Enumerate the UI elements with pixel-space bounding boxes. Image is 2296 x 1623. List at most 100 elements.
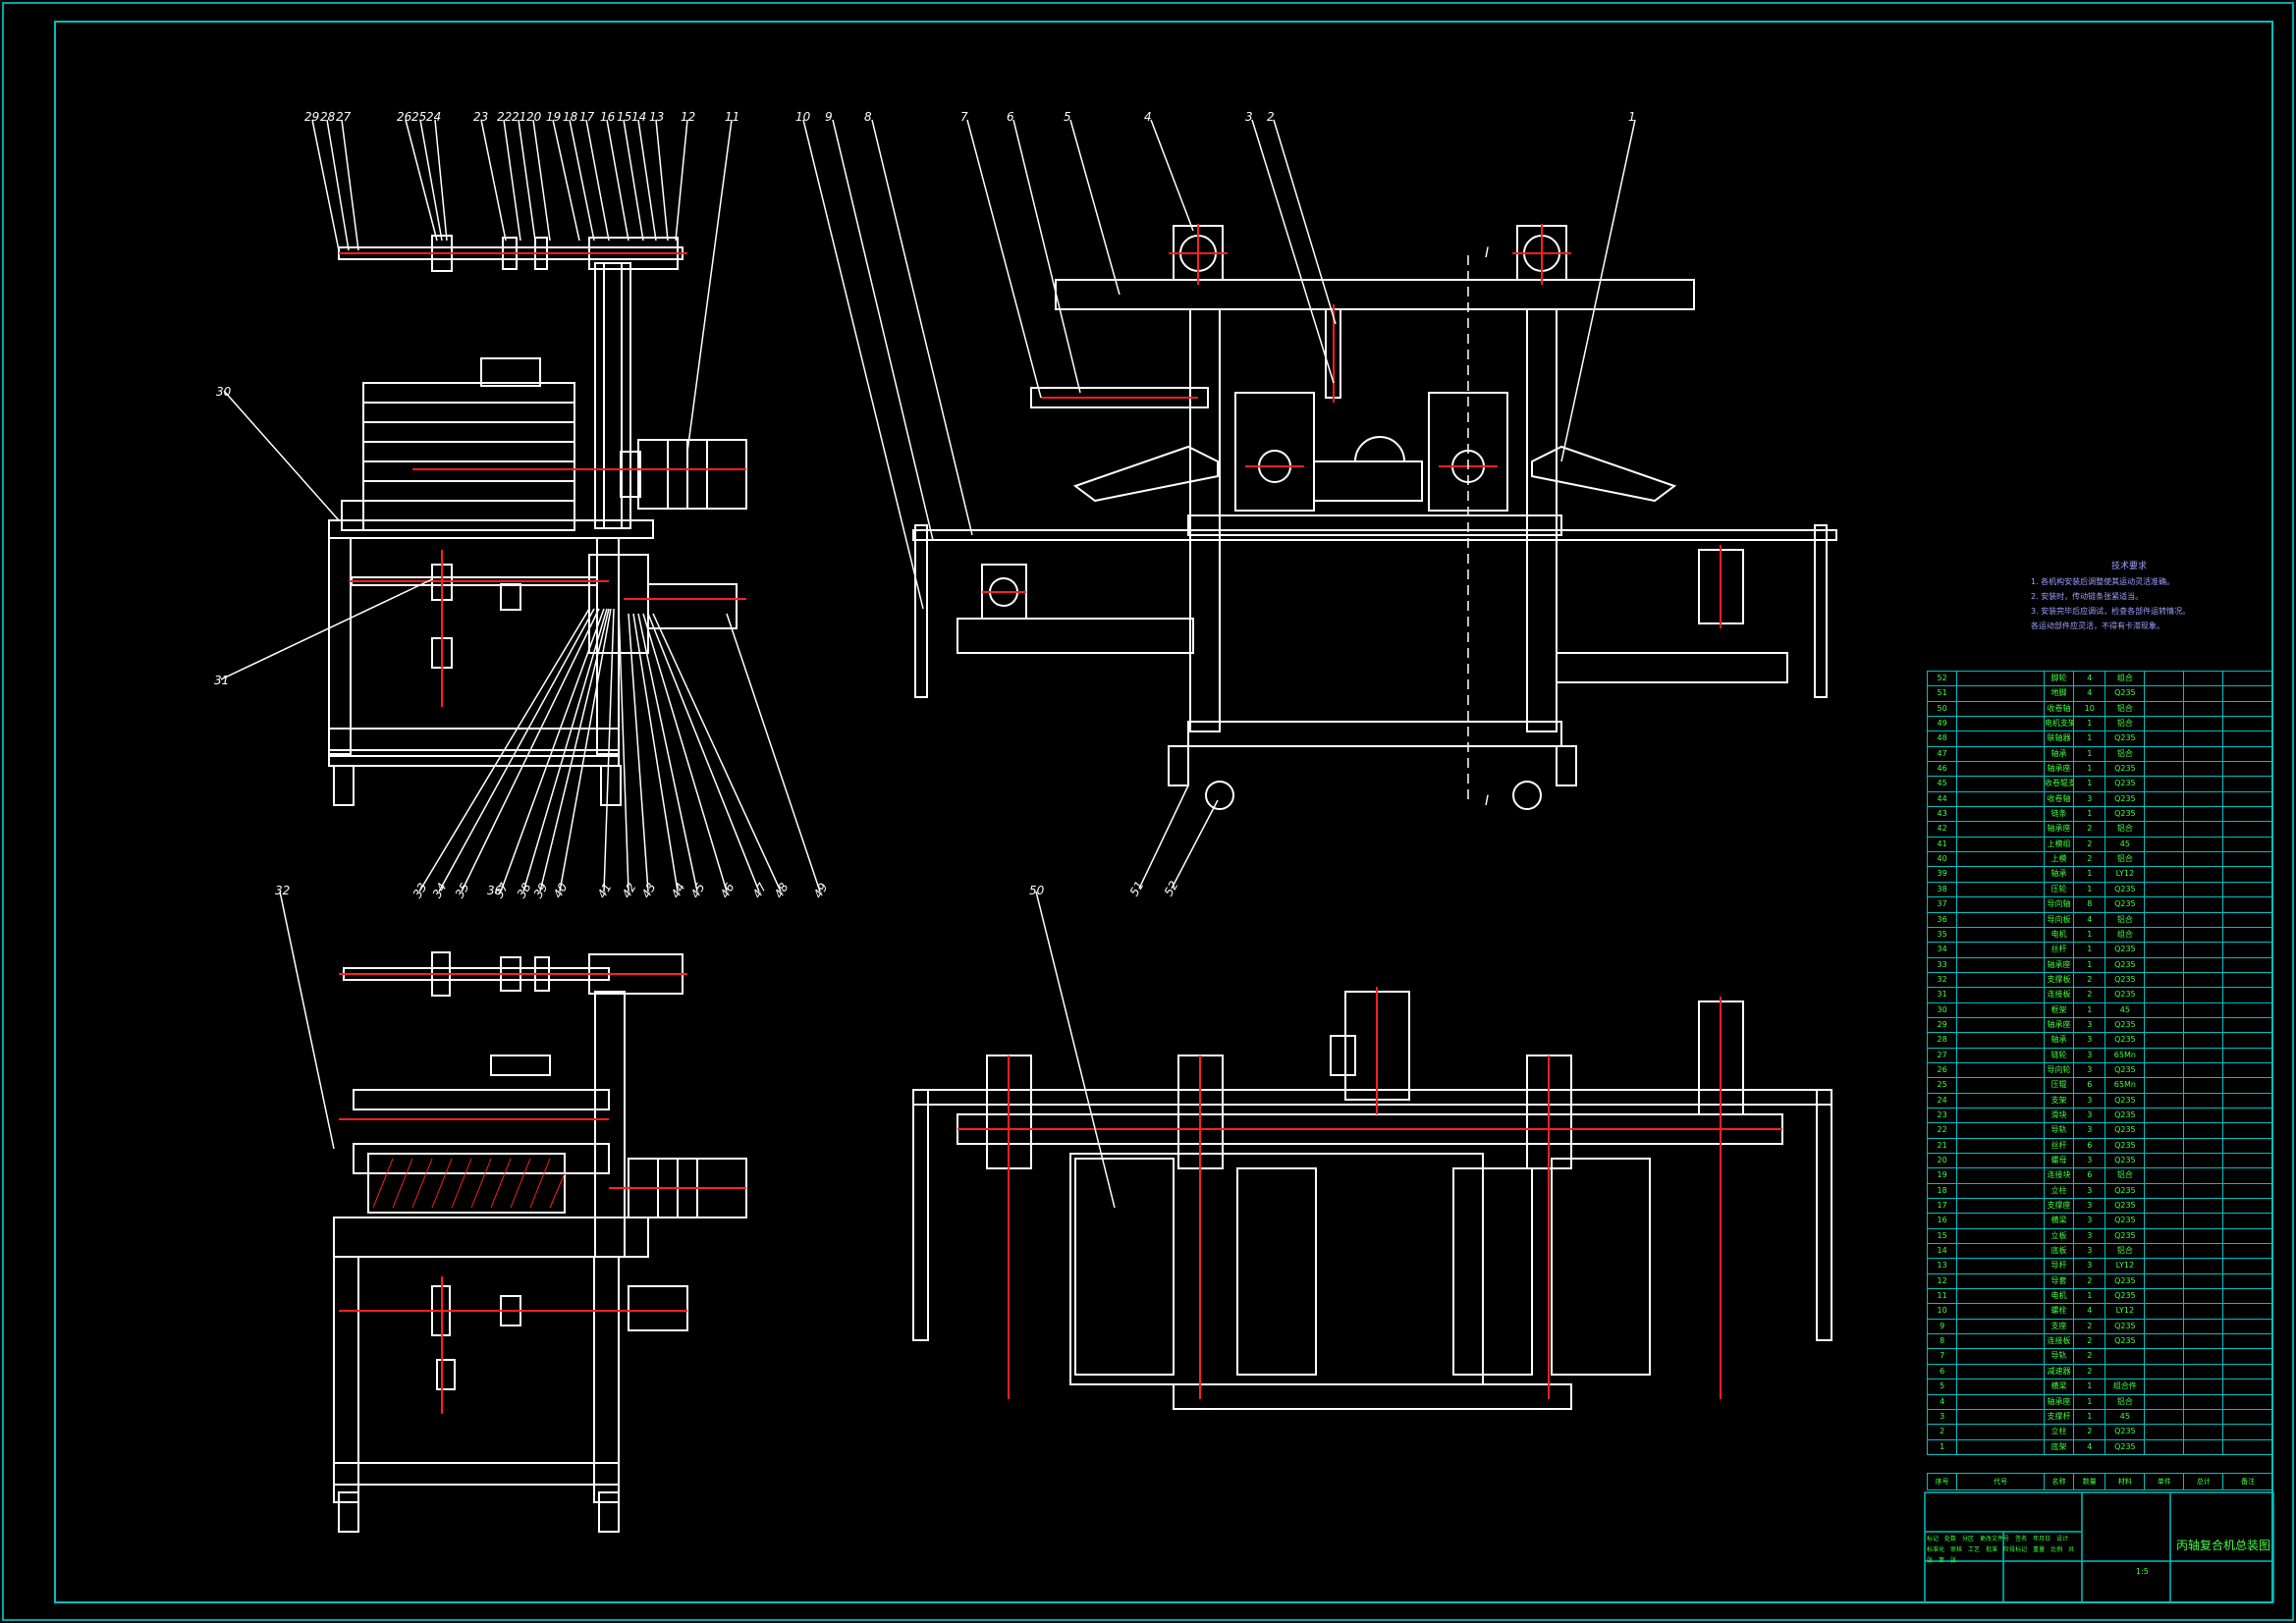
part-qty: 3 xyxy=(2074,1154,2106,1168)
part-material: Q235 xyxy=(2105,1273,2146,1289)
part-number: 24 xyxy=(1928,1093,1958,1108)
part-qty: 1 xyxy=(2074,1380,2106,1394)
part-code xyxy=(1957,1062,2045,1078)
part-remark xyxy=(2223,792,2272,806)
part-number: 49 xyxy=(1928,717,1958,731)
part-remark xyxy=(2223,867,2272,881)
part-name: 地脚 xyxy=(2045,686,2075,701)
part-remark xyxy=(2223,1214,2272,1227)
part-unit xyxy=(2145,1168,2185,1183)
part-number: 40 xyxy=(1928,852,1958,867)
part-remark xyxy=(2223,958,2272,972)
part-material: 组合 xyxy=(2105,927,2146,943)
part-name: 底架 xyxy=(2045,1439,2075,1454)
part-number: 18 xyxy=(1928,1183,1958,1199)
part-name: 导轨 xyxy=(2045,1349,2075,1364)
part-unit xyxy=(2145,701,2185,717)
part-unit xyxy=(2145,1078,2185,1093)
part-total xyxy=(2184,912,2224,927)
part-number: 38 xyxy=(1928,882,1958,897)
part-total xyxy=(2184,1409,2224,1425)
tech-notes-line: 1. 各机构安装后调整使其运动灵活准确。 xyxy=(2031,577,2175,586)
part-name: 减速器 xyxy=(2045,1364,2075,1380)
part-code xyxy=(1957,1364,2045,1380)
part-remark xyxy=(2223,702,2272,716)
part-code xyxy=(1957,912,2045,927)
title-block-label: 标准化 xyxy=(1927,1546,1945,1553)
part-remark xyxy=(2223,1063,2272,1077)
part-number: 26 xyxy=(1928,1062,1958,1078)
part-code xyxy=(1957,1123,2045,1138)
part-code xyxy=(1957,672,2045,686)
part-number: 37 xyxy=(1928,897,1958,912)
part-total xyxy=(2184,943,2224,957)
part-qty: 2 xyxy=(2074,1364,2106,1380)
part-unit xyxy=(2145,897,2185,912)
part-code xyxy=(1957,837,2045,852)
part-name: 轴承座 xyxy=(2045,1394,2075,1409)
part-unit xyxy=(2145,1123,2185,1138)
part-number: 7 xyxy=(1928,1349,1958,1364)
part-remark xyxy=(2223,1365,2272,1379)
part-remark xyxy=(2223,672,2272,685)
part-remark xyxy=(2223,1334,2272,1348)
part-number: 41 xyxy=(1928,837,1958,852)
part-number: 22 xyxy=(1928,1123,1958,1138)
part-material: 65Mn xyxy=(2105,1048,2146,1062)
part-remark xyxy=(2223,807,2272,821)
part-name: 螺母 xyxy=(2045,1154,2075,1168)
part-total xyxy=(2184,672,2224,686)
part-name: 框架 xyxy=(2045,1002,2075,1017)
part-total xyxy=(2184,731,2224,746)
part-code xyxy=(1957,807,2045,822)
part-material: 铝合 xyxy=(2105,852,2146,867)
part-number: 20 xyxy=(1928,1154,1958,1168)
part-number: 35 xyxy=(1928,927,1958,943)
part-material: Q235 xyxy=(2105,791,2146,807)
part-total xyxy=(2184,1394,2224,1409)
part-total xyxy=(2184,927,2224,943)
part-unit xyxy=(2145,762,2185,777)
part-total xyxy=(2184,957,2224,972)
parts-header-cell: 单件 xyxy=(2145,1474,2185,1489)
part-unit xyxy=(2145,1319,2185,1334)
title-block-label: 第 xyxy=(1939,1557,1945,1564)
part-code xyxy=(1957,1108,2045,1123)
part-remark xyxy=(2223,1380,2272,1393)
part-remark xyxy=(2223,897,2272,911)
part-name: 压轮 xyxy=(2045,882,2075,897)
part-name: 丝杆 xyxy=(2045,1138,2075,1153)
part-unit xyxy=(2145,972,2185,988)
part-number: 13 xyxy=(1928,1259,1958,1273)
part-material: Q235 xyxy=(2105,1093,2146,1108)
part-material: LY12 xyxy=(2105,867,2146,882)
part-qty: 3 xyxy=(2074,1048,2106,1062)
front-view xyxy=(912,225,1837,810)
part-material: Q235 xyxy=(2105,731,2146,746)
side-view-centerlines xyxy=(339,252,746,707)
title-block-label: 张 xyxy=(1927,1557,1934,1564)
part-qty: 3 xyxy=(2074,1108,2106,1123)
parts-header-cell: 名称 xyxy=(2045,1474,2075,1489)
part-number: 46 xyxy=(1928,762,1958,777)
part-remark xyxy=(2223,1289,2272,1303)
part-material: Q235 xyxy=(2105,1319,2146,1334)
part-number: 48 xyxy=(1928,731,1958,746)
part-number: 43 xyxy=(1928,807,1958,822)
part-qty: 4 xyxy=(2074,686,2106,701)
part-code xyxy=(1957,1199,2045,1214)
part-name: 导向板 xyxy=(2045,912,2075,927)
part-number: 15 xyxy=(1928,1228,1958,1244)
part-code xyxy=(1957,1154,2045,1168)
